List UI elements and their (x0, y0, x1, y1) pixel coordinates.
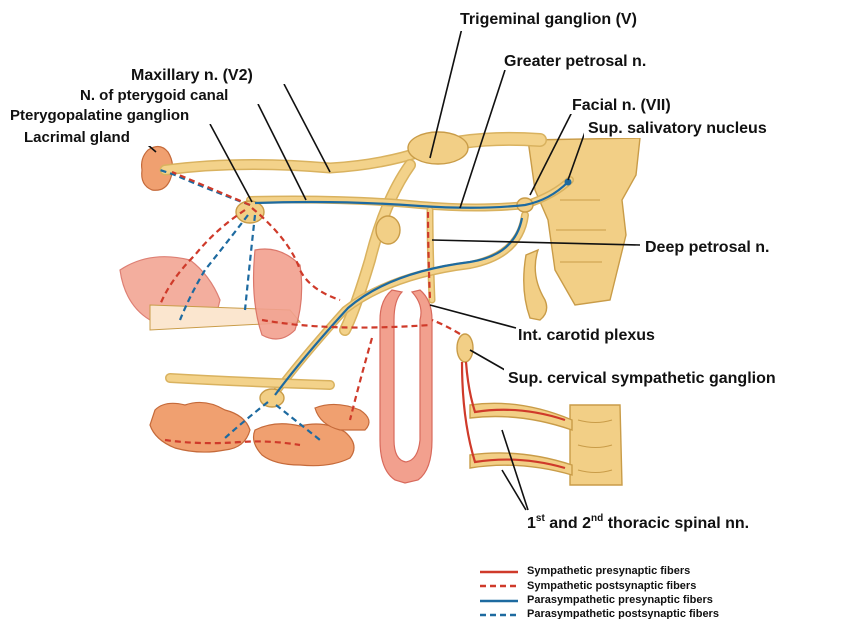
label-facial-n: Facial n. (VII) (572, 97, 671, 114)
label-lacrimal-gland: Lacrimal gland (24, 129, 130, 146)
legend-label-symp-pre: Sympathetic presynaptic fibers (527, 565, 690, 577)
trigeminal-ganglion-shape (408, 132, 468, 164)
label-greater-petrosal-n: Greater petrosal n. (504, 53, 646, 70)
geniculate-ganglion-shape (376, 216, 400, 244)
label-maxillary-n: Maxillary n. (V2) (131, 67, 253, 84)
label-thoracic-pre: 1 (527, 515, 536, 532)
label-thoracic-sup2: nd (591, 513, 603, 524)
sup-cervical-ganglion-shape (457, 334, 473, 362)
label-thoracic-mid: and 2 (545, 515, 591, 532)
label-sup-salivatory-nucleus: Sup. salivatory nucleus (588, 120, 767, 137)
parasympathetic-fibers (160, 170, 572, 440)
legend: Sympathetic presynaptic fibers Sympathet… (480, 565, 719, 619)
label-trigeminal-ganglion: Trigeminal ganglion (V) (460, 11, 637, 28)
legend-label-para-post: Parasympathetic postsynaptic fibers (527, 608, 719, 619)
nerve-trunks (165, 139, 570, 400)
label-pterygopalatine-ganglion: Pterygopalatine ganglion (10, 107, 189, 124)
label-deep-petrosal-n: Deep petrosal n. (645, 239, 769, 256)
legend-label-symp-post: Sympathetic postsynaptic fibers (527, 580, 696, 592)
legend-label-para-pre: Parasympathetic presynaptic fibers (527, 594, 713, 606)
salivary-glands (150, 402, 369, 465)
label-thoracic-spinal-nn: 1st and 2nd thoracic spinal nn. (527, 513, 749, 532)
brainstem (524, 138, 640, 320)
label-nerve-pterygoid-canal: N. of pterygoid canal (80, 87, 228, 104)
internal-carotid-artery (380, 290, 432, 483)
label-int-carotid-plexus: Int. carotid plexus (518, 327, 655, 344)
label-sup-cervical-ganglion: Sup. cervical sympathetic ganglion (508, 370, 776, 387)
label-thoracic-post: thoracic spinal nn. (603, 515, 749, 532)
